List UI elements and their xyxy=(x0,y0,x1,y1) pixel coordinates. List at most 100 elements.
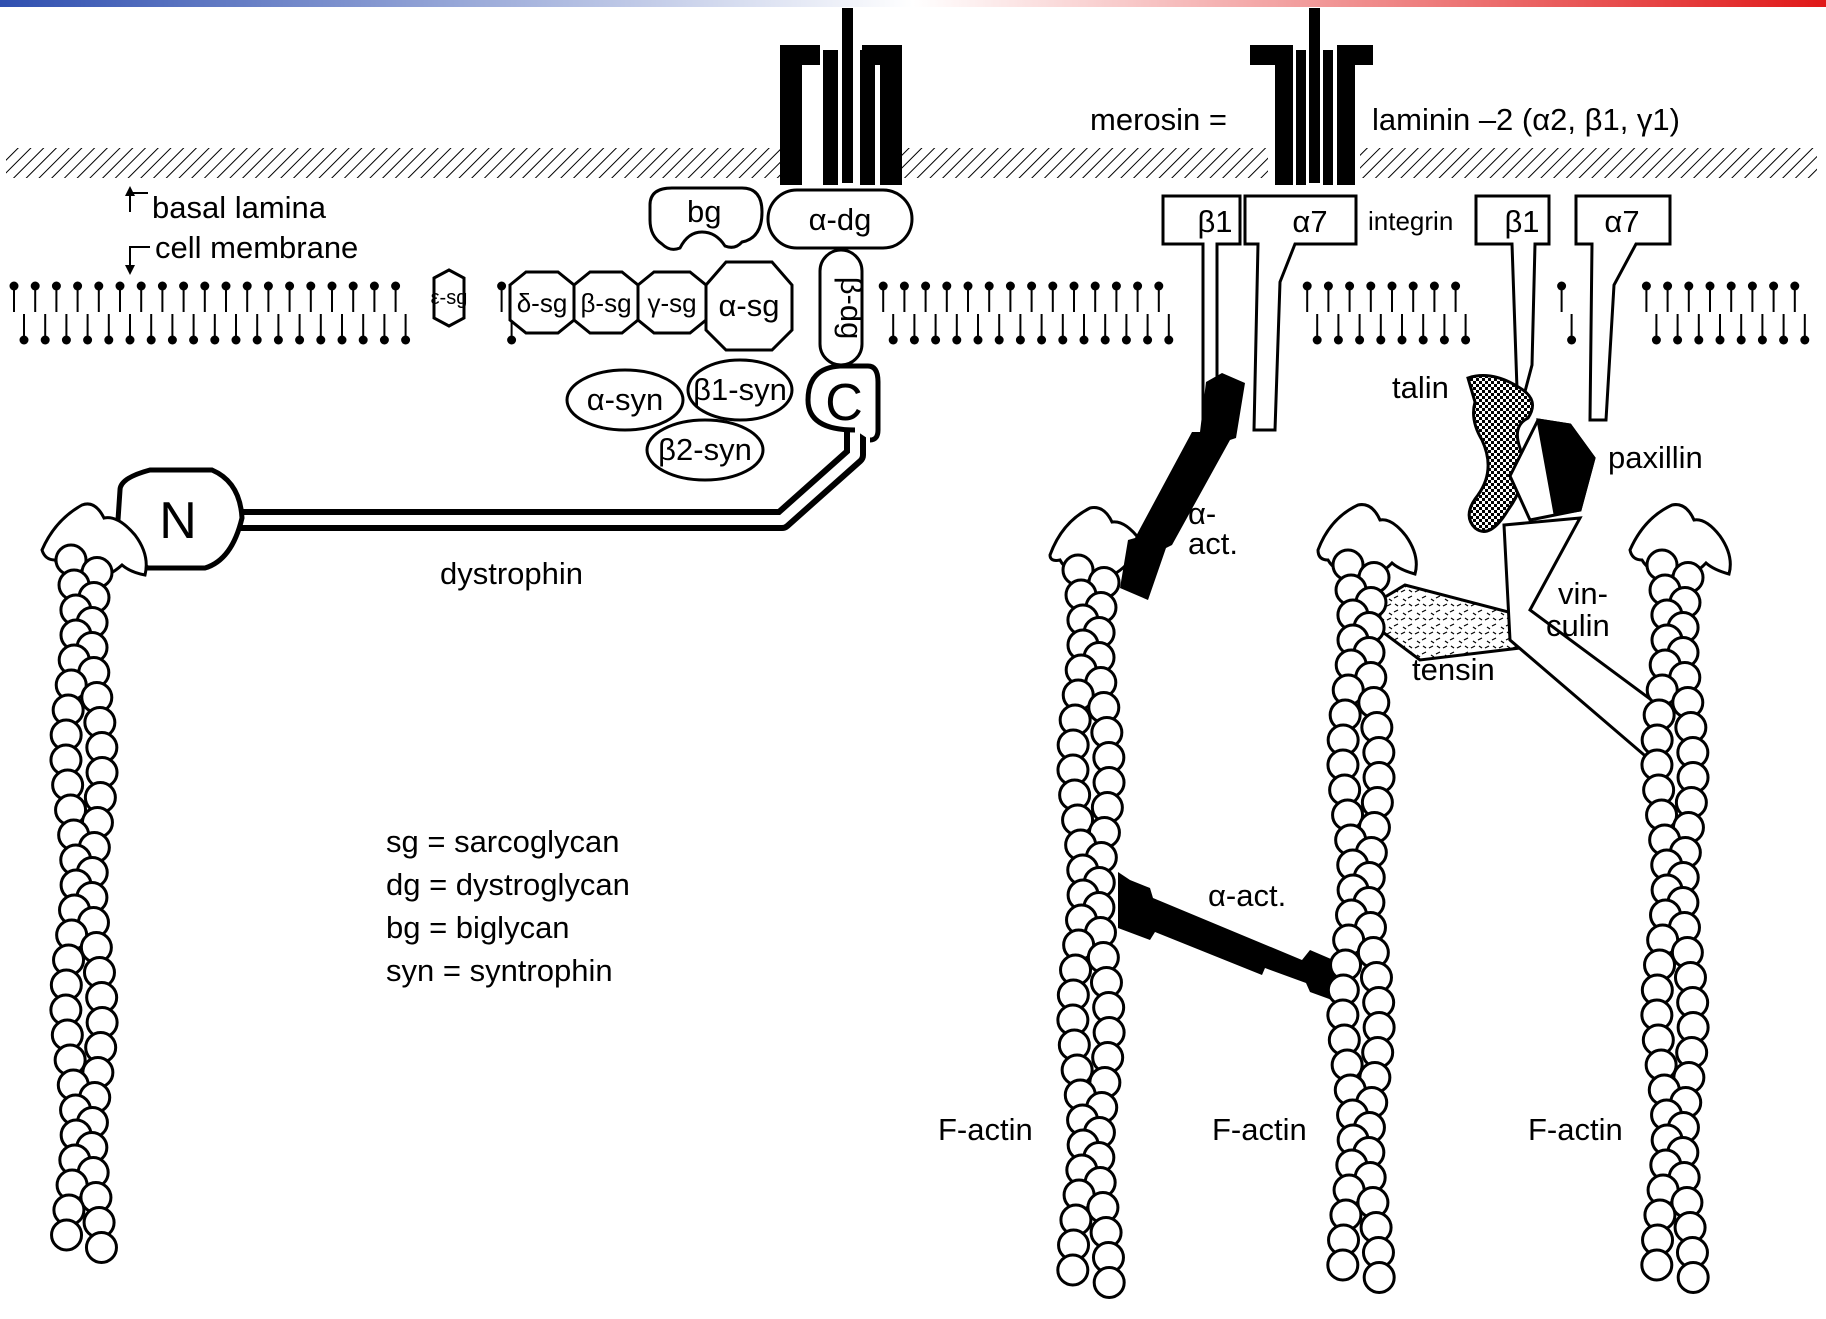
lipid-head xyxy=(1048,282,1057,313)
gamma-sg-label: γ-sg xyxy=(647,288,696,318)
lipid-head xyxy=(1779,314,1788,345)
dystrophin-label: dystrophin xyxy=(440,556,583,591)
lipid-head xyxy=(295,314,304,345)
lipid-head xyxy=(10,282,19,313)
lipid-head xyxy=(1006,282,1015,313)
lipid-head xyxy=(1037,314,1046,345)
legend-item: dg = dystroglycan xyxy=(386,867,630,902)
vinculin-label-1: vin- xyxy=(1558,576,1608,611)
lipid-head xyxy=(1748,282,1757,313)
lipid-head xyxy=(1016,314,1025,345)
lipid-head xyxy=(1790,282,1799,313)
lipid-head xyxy=(253,314,262,345)
lipid-head xyxy=(1663,282,1672,313)
lipid-head xyxy=(232,314,241,345)
integrin-alpha7-b-label: α7 xyxy=(1604,204,1639,239)
alpha-sg-label: α-sg xyxy=(719,288,780,323)
lipid-head xyxy=(1706,282,1715,313)
lipid-head xyxy=(1376,314,1385,345)
lipid-head xyxy=(147,314,156,345)
f-actin-filament xyxy=(51,545,117,1263)
lipid-head xyxy=(116,282,125,313)
lipid-head xyxy=(1716,314,1725,345)
lipid-head xyxy=(1027,282,1036,313)
integrin-beta1-a-label: β1 xyxy=(1197,204,1232,239)
lipid-head xyxy=(222,282,231,313)
lipid-head xyxy=(1313,314,1322,345)
lipid-head xyxy=(137,282,146,313)
lipid-head xyxy=(964,282,973,313)
lipid-head xyxy=(1461,314,1470,345)
f-actin-label-3: F-actin xyxy=(1528,1112,1623,1147)
paxillin-label: paxillin xyxy=(1608,440,1703,475)
legend-item: syn = syntrophin xyxy=(386,953,613,988)
alpha-act-top-label-2: act. xyxy=(1188,526,1238,561)
lipid-head xyxy=(1122,314,1131,345)
lipid-head xyxy=(1112,282,1121,313)
lipid-head xyxy=(359,314,368,345)
lipid-head xyxy=(328,282,337,313)
n-terminus-label: N xyxy=(159,492,197,550)
lipid-head xyxy=(168,314,177,345)
lipid-head xyxy=(104,314,113,345)
lipid-head xyxy=(1154,282,1163,313)
alpha-dg-label: α-dg xyxy=(809,202,872,237)
legend-item: sg = sarcoglycan xyxy=(386,824,619,859)
lipid-head xyxy=(20,314,29,345)
lipid-head xyxy=(200,282,209,313)
lipid-head xyxy=(285,282,294,313)
lipid-head xyxy=(1673,314,1682,345)
lipid-head xyxy=(1758,314,1767,345)
lipid-head xyxy=(1451,282,1460,313)
lipid-head xyxy=(1133,282,1142,313)
lipid-head xyxy=(73,282,82,313)
paxillin xyxy=(1510,420,1594,520)
lipid-head xyxy=(391,282,400,313)
f-actin-label-1: F-actin xyxy=(938,1112,1033,1147)
lipid-head xyxy=(1557,282,1566,313)
lipid-head xyxy=(52,282,61,313)
lipid-head xyxy=(189,314,198,345)
lipid-head xyxy=(316,314,325,345)
lipid-head xyxy=(380,314,389,345)
legend-item: bg = biglycan xyxy=(386,910,570,945)
lipid-head xyxy=(921,282,930,313)
lipid-head xyxy=(1303,282,1312,313)
lipid-head xyxy=(158,282,167,313)
bg-label: bg xyxy=(687,194,721,229)
tensin-label: tensin xyxy=(1412,652,1495,687)
vinculin-label-2: culin xyxy=(1546,608,1610,643)
lipid-head xyxy=(889,314,898,345)
lipid-head xyxy=(1419,314,1428,345)
lipid-head xyxy=(274,314,283,345)
lipid-head xyxy=(1070,282,1079,313)
lipid-head xyxy=(338,314,347,345)
lipid-head xyxy=(497,282,506,313)
actin-monomer xyxy=(1058,1255,1088,1285)
basal-lamina-label: basal lamina xyxy=(152,190,327,225)
lipid-head xyxy=(264,282,273,313)
lipid-head xyxy=(306,282,315,313)
integrin-label: integrin xyxy=(1368,206,1453,236)
epsilon-sg-label: ε-sg xyxy=(431,287,468,309)
lipid-head xyxy=(349,282,358,313)
lipid-head xyxy=(31,282,40,313)
beta1-syn-label: β1-syn xyxy=(693,372,787,407)
lipid-head xyxy=(401,314,410,345)
lipid-head xyxy=(41,314,50,345)
actin-monomer xyxy=(1642,1250,1672,1280)
lipid-head xyxy=(179,282,188,313)
lipid-head xyxy=(1737,314,1746,345)
lipid-head xyxy=(1058,314,1067,345)
actin-monomer xyxy=(86,1233,116,1263)
lipid-head xyxy=(1430,282,1439,313)
lipid-head xyxy=(1324,282,1333,313)
cell-membrane-label: cell membrane xyxy=(155,230,358,265)
actin-monomer xyxy=(1094,1268,1124,1298)
basal-lamina-band xyxy=(6,148,1817,178)
actin-monomer xyxy=(1328,1250,1358,1280)
laminin-label: laminin –2 (α2, β1, γ1) xyxy=(1372,102,1680,137)
lipid-head xyxy=(1355,314,1364,345)
alpha-act-cross-label: α-act. xyxy=(1208,878,1286,913)
integrin-alpha7-a-label: α7 xyxy=(1292,204,1327,239)
